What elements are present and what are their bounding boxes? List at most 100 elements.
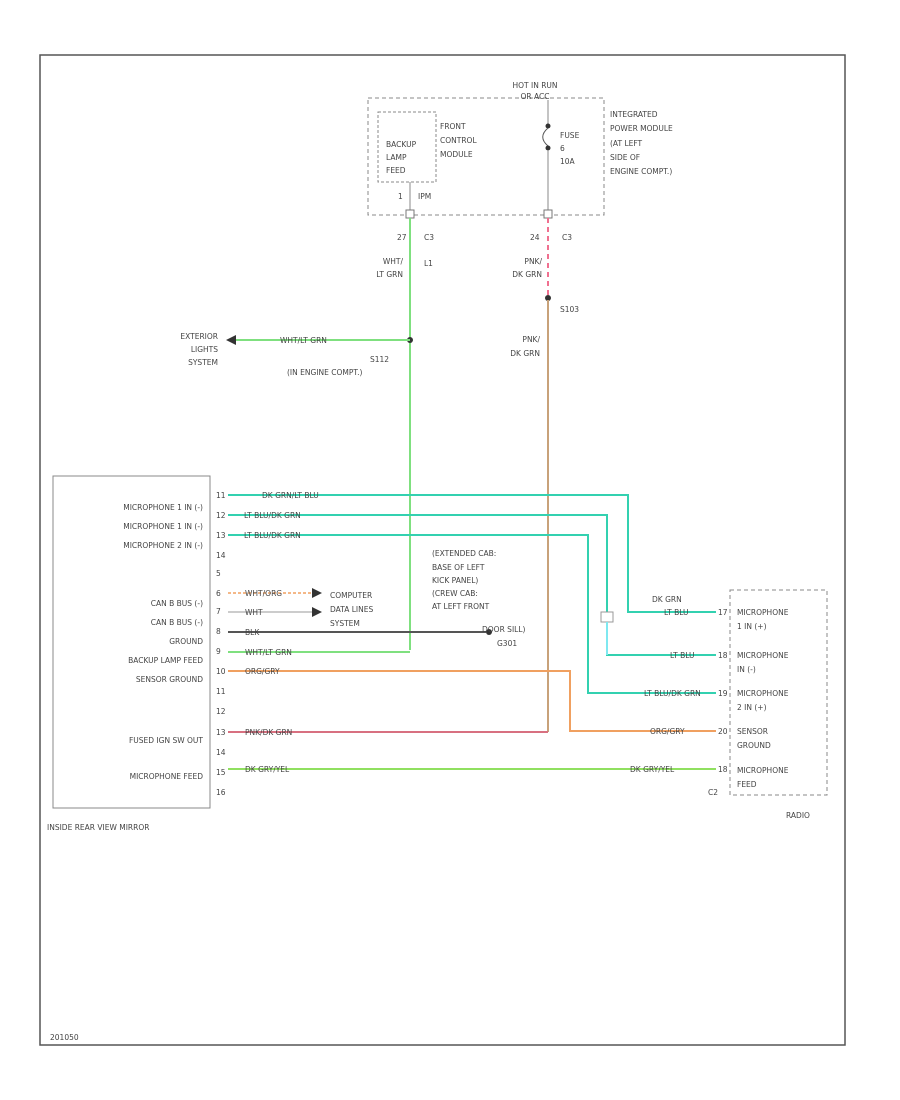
radio-pin: 20	[718, 727, 728, 736]
mirror-row-label: MICROPHONE 1 IN (-)	[123, 503, 203, 512]
radio-wire-labels: LT BLU LT BLU LT BLU/DK GRN ORG/GRY DK G…	[630, 608, 701, 774]
wire-label: WHT/LT GRN	[245, 648, 292, 657]
wire-label: WHT/ORG	[245, 589, 282, 598]
mirror-pin: 16	[216, 788, 226, 797]
ground-note-3: KICK PANEL)	[432, 576, 478, 585]
mirror-pin: 7	[216, 607, 221, 616]
label-pnk-dk-grn-top-2: DK GRN	[512, 270, 542, 279]
wire-lt-blu-dk-grn-2	[228, 534, 716, 694]
radio-pin: 17	[718, 608, 728, 617]
can-b-minus-arrow	[312, 607, 322, 617]
fcm-label-2: CONTROL	[440, 136, 477, 145]
computer-data-2: DATA LINES	[330, 605, 373, 614]
ground-point	[486, 629, 492, 635]
wire-label: DK GRN/LT BLU	[262, 491, 319, 500]
ipm-label-1: INTEGRATED	[610, 110, 658, 119]
mirror-row-label: SENSOR GROUND	[136, 675, 203, 684]
wire-label: WHT	[245, 608, 263, 617]
ground-note-1: (EXTENDED CAB:	[432, 549, 496, 558]
mirror-pin: 11	[216, 687, 226, 696]
wire-label: LT BLU	[664, 608, 689, 617]
radio-label: MICROPHONE	[737, 766, 789, 775]
exterior-lights-2: LIGHTS	[191, 345, 218, 354]
wire-label: DK GRY/YEL	[245, 765, 290, 774]
fuse-header-2: OR ACC	[521, 92, 550, 101]
backup-relay-label-3: FEED	[386, 166, 406, 175]
wire-label: LT BLU/DK GRN	[244, 531, 301, 540]
splice-s103	[545, 295, 551, 301]
fuse-terminal-top	[545, 123, 551, 129]
computer-data-3: SYSTEM	[330, 619, 360, 628]
ipm-pin-ref: 1	[398, 192, 403, 201]
mirror-name: INSIDE REAR VIEW MIRROR	[47, 823, 149, 832]
radio-box	[729, 589, 828, 796]
radio-pin: 19	[718, 689, 728, 698]
diagram-frame	[39, 54, 846, 1046]
mirror-pin: 9	[216, 647, 221, 656]
label-pnk-dk-grn-bottom-2: DK GRN	[510, 349, 540, 358]
radio-label: FEED	[737, 780, 757, 789]
ipm-right-pin: 24	[530, 233, 540, 242]
mirror-row-label: FUSED IGN SW OUT	[129, 736, 203, 745]
radio-label: MICROPHONE	[737, 689, 789, 698]
radio-label: MICROPHONE	[737, 651, 789, 660]
backup-relay-label-2: LAMP	[386, 153, 407, 162]
fcm-label-3: MODULE	[440, 150, 473, 159]
ipm-box	[367, 97, 605, 216]
mirror-pin: 12	[216, 707, 226, 716]
mirror-row-label: CAN B BUS (-)	[151, 599, 203, 608]
fuse-header-1: HOT IN RUN	[512, 81, 557, 90]
mirror-pin: 15	[216, 768, 226, 777]
label-pnk-dk-grn-bottom-1: PNK/	[522, 335, 540, 344]
ground-note-5: AT LEFT FRONT	[432, 602, 490, 611]
mirror-pin: 5	[216, 569, 221, 578]
wire-label: LT BLU/DK GRN	[244, 511, 301, 520]
radio-label: SENSOR	[737, 727, 768, 736]
radio-label: IN (-)	[737, 665, 756, 674]
wire-lt-blu-dk-grn-1	[228, 514, 716, 656]
label-wht-lt-grn-1: WHT/	[383, 257, 404, 266]
radio-label: GROUND	[737, 741, 771, 750]
ground-note-4: (CREW CAB:	[432, 589, 478, 598]
mirror-row-label: CAN B BUS (-)	[151, 618, 203, 627]
shield-connector	[600, 611, 614, 623]
mirror-row-label: MICROPHONE FEED	[130, 772, 204, 781]
wire-dk-grn-lt-blu	[228, 494, 716, 613]
ipm-connector-left	[405, 209, 415, 219]
radio-name: RADIO	[786, 811, 810, 820]
label-ext-lights-wire: WHT/LT GRN	[280, 336, 327, 345]
radio-label: 2 IN (+)	[737, 703, 767, 712]
exterior-lights-arrow	[226, 335, 236, 345]
mirror-labels: MICROPHONE 1 IN (-) MICROPHONE 1 IN (-) …	[123, 503, 203, 781]
mirror-pin: 8	[216, 627, 221, 636]
label-s112-2: (IN ENGINE COMPT.)	[287, 368, 362, 377]
wire-label: LT BLU/DK GRN	[644, 689, 701, 698]
backup-relay-label-1: BACKUP	[386, 140, 417, 149]
label-wht-lt-grn-2: LT GRN	[376, 270, 403, 279]
computer-data-1: COMPUTER	[330, 591, 372, 600]
can-b-plus-arrow	[312, 588, 322, 598]
fuse-element	[542, 127, 549, 147]
mirror-row-label: MICROPHONE 1 IN (-)	[123, 522, 203, 531]
fuse-label-1: FUSE	[560, 131, 580, 140]
ground-note-2: BASE OF LEFT	[432, 563, 485, 572]
mirror-pins: 11 12 13 14 5 6 7 8 9 10 11 12 13 14 15 …	[216, 491, 226, 797]
radio-pin: 18	[718, 765, 728, 774]
wire-label: PNK/DK GRN	[245, 728, 292, 737]
backup-lamp-relay-box	[377, 111, 437, 183]
mirror-pin: 14	[216, 551, 226, 560]
mirror-pin: 6	[216, 589, 221, 598]
radio-dk-grn: DK GRN	[652, 595, 682, 604]
fuse-terminal-bottom	[545, 145, 551, 151]
ipm-label-4: SIDE OF	[610, 153, 640, 162]
fuse-label-2: 6	[560, 144, 565, 153]
radio-label: MICROPHONE	[737, 608, 789, 617]
ground-id: G301	[497, 639, 517, 648]
ipm-left-pin: 27	[397, 233, 407, 242]
radio-pins: 17 18 19 20 18	[718, 608, 728, 774]
mirror-pin: 14	[216, 748, 226, 757]
ipm-label-3: (AT LEFT	[610, 139, 643, 148]
footer-id: 201050	[50, 1033, 79, 1042]
mirror-pin: 11	[216, 491, 226, 500]
